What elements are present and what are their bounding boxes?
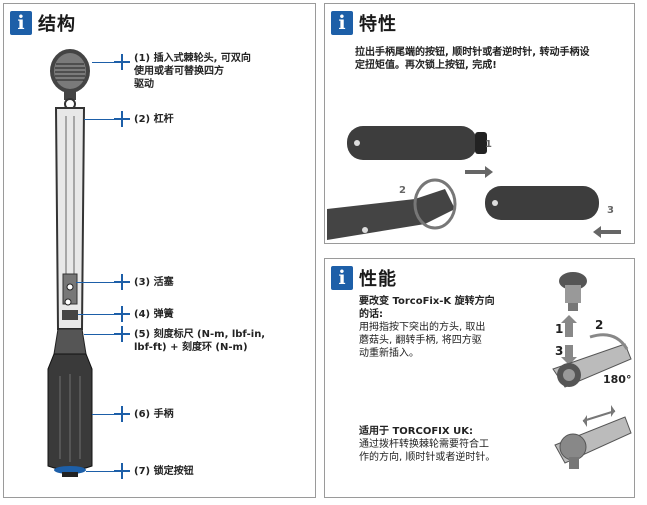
rotation-degree: 180°: [603, 373, 632, 386]
leader-line-5: [84, 334, 114, 335]
structure-title: 结构: [38, 14, 76, 35]
torque-wrench-illustration: [47, 49, 93, 477]
step-3: 3: [607, 205, 614, 216]
label-ratchet-head: (1) 插入式棘轮头, 可双向使用或者可替换四方驱动: [134, 53, 251, 90]
label-lock-button: (7) 锁定按钮: [134, 466, 194, 477]
leader-line-1: [92, 62, 122, 63]
info-icon: i: [331, 266, 353, 290]
performance-header: i 性能: [331, 265, 397, 291]
handle-adjustment-illustration: [327, 126, 621, 240]
callout-marker-4: [114, 306, 130, 322]
structure-panel: i 结构: [3, 3, 316, 498]
direction-change-text: 要改变 TorcoFix-K 旋转方向 的话: 用拇指按下突出的方头, 取出 蘑…: [359, 296, 495, 359]
features-text: 拉出手柄尾端的按钮, 顺时针或者逆时针, 转动手柄设定扭矩值。再次锁上按钮, 完…: [355, 47, 590, 71]
performance-panel: i 性能 要改变 TorcoFix-K 旋转方向 的话: 用拇指按下突出的方头,…: [324, 258, 635, 498]
features-panel: i 特性 拉出手柄尾端的按钮, 顺时针或者逆时针, 转动手柄设定扭矩值。再次锁上…: [324, 3, 635, 244]
label-scale: (5) 刻度标尺 (N-m, lbf-in,lbf-ft) + 刻度环 (N-m…: [134, 329, 266, 353]
features-header: i 特性: [331, 10, 397, 36]
label-lever: (2) 杠杆: [134, 114, 174, 125]
leader-line-6: [92, 414, 114, 415]
callout-marker-1: [114, 54, 130, 70]
callout-marker-3: [114, 274, 130, 290]
leader-line-4: [78, 314, 114, 315]
callout-marker-6: [114, 406, 130, 422]
features-title: 特性: [359, 14, 397, 35]
leader-line-2: [84, 119, 114, 120]
structure-header: i 结构: [10, 10, 76, 36]
label-piston: (3) 活塞: [134, 277, 174, 288]
step-2: 2: [399, 185, 406, 196]
callout-marker-2: [114, 111, 130, 127]
callout-marker-5: [114, 326, 130, 342]
info-icon: i: [331, 11, 353, 35]
label-handle: (6) 手柄: [134, 409, 174, 420]
performance-title: 性能: [359, 269, 397, 290]
leader-line-3: [76, 282, 114, 283]
perf-step-1: 1: [555, 322, 564, 336]
label-spring: (4) 弹簧: [134, 309, 174, 320]
info-icon: i: [10, 11, 32, 35]
ratchet-illustration: [552, 272, 632, 469]
step-1: 1: [485, 139, 492, 150]
perf-step-2: 2: [595, 318, 604, 332]
uk-text: 适用于 TORCOFIX UK: 通过拨杆转换棘轮需要符合工 作的方向, 顺时针…: [359, 426, 496, 463]
perf-step-3: 3: [555, 344, 564, 358]
leader-line-7: [86, 471, 114, 472]
callout-marker-7: [114, 463, 130, 479]
